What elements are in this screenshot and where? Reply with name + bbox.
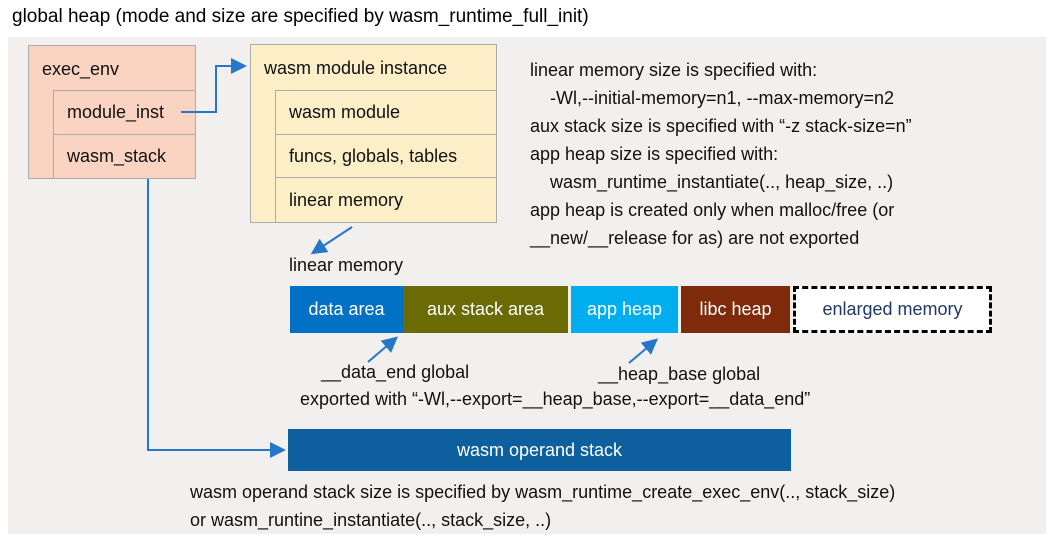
note-line: -Wl,--initial-memory=n1, --max-memory=n2: [550, 88, 895, 108]
note-line: wasm_runtime_instantiate(.., heap_size, …: [550, 172, 894, 192]
export-note: exported with “-Wl,--export=__heap_base,…: [300, 389, 811, 409]
note-line: app heap is created only when malloc/fre…: [530, 200, 895, 220]
note-line: wasm operand stack size is specified by …: [190, 482, 896, 502]
note-line: aux stack size is specified with “-z sta…: [530, 116, 912, 136]
segment-enlarged-memory: enlarged memory: [793, 286, 992, 333]
operand-stack-notes: wasm operand stack size is specified by …: [190, 478, 895, 534]
data-end-global-label: __data_end global: [321, 362, 470, 382]
note-line: __new/__release for as) are not exported: [530, 228, 860, 248]
wasm-operand-stack-bar: wasm operand stack: [288, 429, 791, 471]
module-instance-row-linear-memory: linear memory: [275, 177, 497, 223]
segment-libc-heap: libc heap: [681, 286, 790, 333]
module-instance-row-funcs-globals-tables: funcs, globals, tables: [275, 134, 497, 178]
module-instance-header: wasm module instance: [264, 57, 448, 78]
note-line: or wasm_runtine_instantiate(.., stack_si…: [190, 510, 552, 530]
heap-base-global-label: __heap_base global: [598, 364, 761, 384]
exec-env-header: exec_env: [42, 58, 120, 79]
segment-app-heap: app heap: [571, 286, 678, 333]
note-line: linear memory size is specified with:: [530, 60, 818, 80]
linear-memory-label: linear memory: [289, 255, 404, 275]
exec-env-row-wasm-stack: wasm_stack: [53, 134, 196, 179]
exec-env-row-module-inst: module_inst: [53, 90, 196, 135]
memory-size-notes: linear memory size is specified with: -W…: [530, 56, 912, 252]
segment-data-area: data area: [290, 286, 403, 333]
note-line: app heap size is specified with:: [530, 144, 779, 164]
segment-aux-stack-area: aux stack area: [403, 286, 568, 333]
page-title: global heap (mode and size are specified…: [12, 6, 589, 27]
module-instance-row-wasm-module: wasm module: [275, 90, 497, 135]
